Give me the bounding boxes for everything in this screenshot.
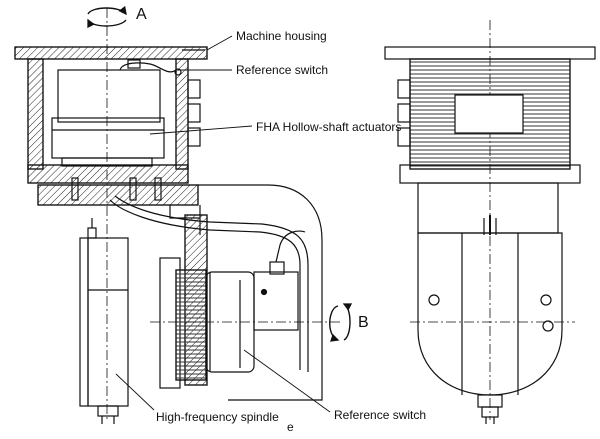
rotation-arrow-a (87, 5, 127, 29)
fha-actuator-left (51, 59, 182, 167)
machine-housing (14, 46, 208, 184)
label-fha-actuators: FHA Hollow-shaft actuators (256, 120, 402, 134)
label-trailing-char: e (287, 420, 294, 434)
label-reference-switch-bottom: Reference switch (334, 408, 427, 422)
axis-label-b: B (358, 314, 369, 331)
leader-lines (115, 35, 331, 413)
axis-label-a: A (136, 6, 147, 23)
arm-right (417, 182, 563, 396)
label-hf-spindle: High-frequency spindle (156, 410, 279, 424)
fha-actuator-b (150, 230, 340, 389)
housing-right (384, 46, 596, 184)
label-reference-switch-top: Reference switch (236, 63, 329, 77)
label-machine-housing: Machine housing (236, 29, 327, 43)
rotation-arrow-b (329, 303, 353, 342)
hf-spindle-left (79, 218, 129, 424)
spindle-right (477, 394, 503, 424)
